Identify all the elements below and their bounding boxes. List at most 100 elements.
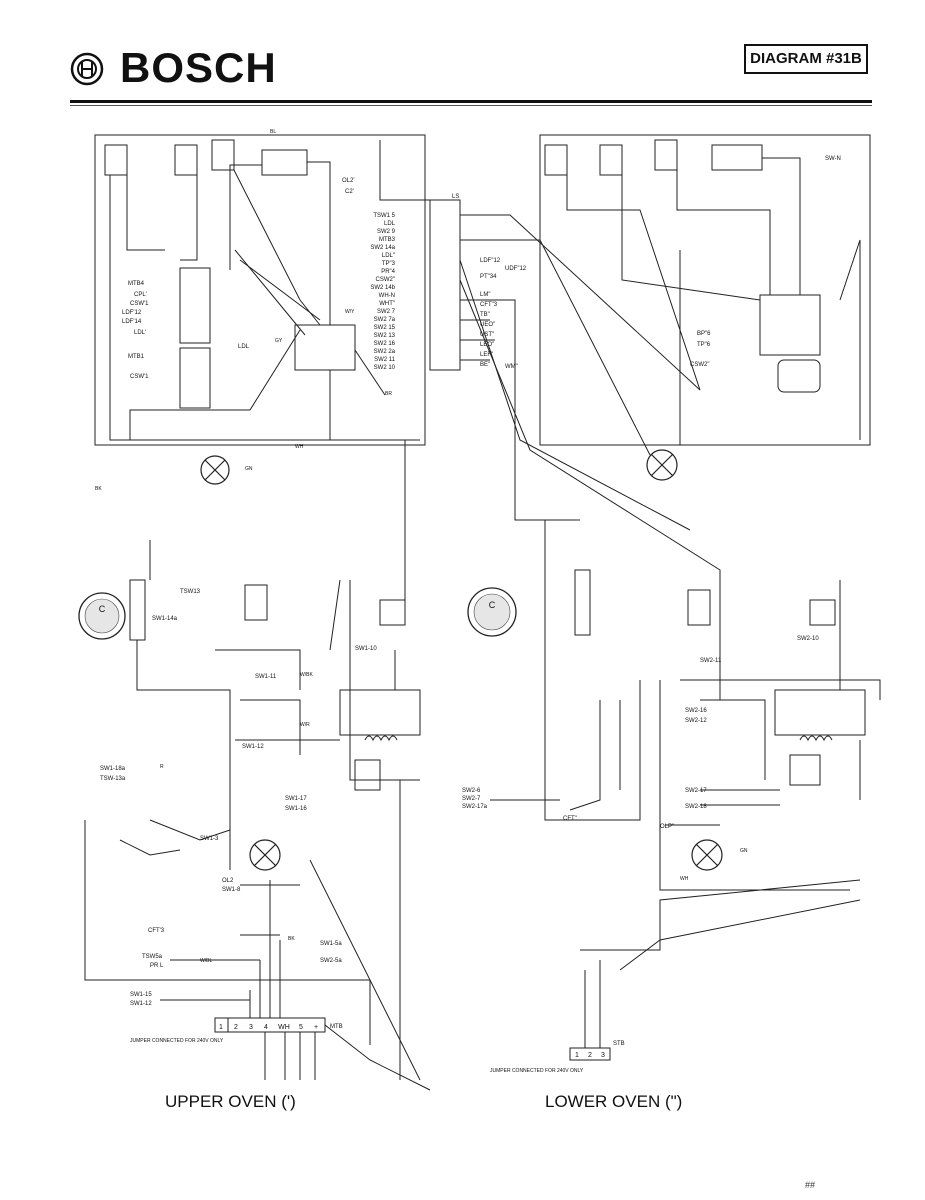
motor-lower (777, 359, 821, 393)
header-rule-thin (70, 105, 872, 106)
svg-text:CSW'1: CSW'1 (130, 301, 149, 307)
svg-text:PT"34: PT"34 (480, 274, 497, 280)
limit-motor-upper (261, 149, 308, 176)
svg-text:WM": WM" (505, 364, 518, 370)
svg-text:STB: STB (613, 1041, 625, 1047)
svg-text:C2': C2' (345, 189, 354, 195)
svg-text:SW2 13: SW2 13 (374, 333, 396, 339)
svg-text:OL2: OL2 (222, 878, 234, 884)
svg-text:SW1-15: SW1-15 (130, 992, 152, 998)
svg-text:LM": LM" (480, 292, 490, 298)
upper-control-frame (94, 134, 426, 446)
svg-text:MTB1: MTB1 (128, 354, 145, 360)
svg-text:BP"6: BP"6 (697, 331, 711, 337)
svg-text:MTB3: MTB3 (379, 237, 396, 243)
svg-text:WH: WH (680, 876, 689, 882)
svg-text:LDF'12: LDF'12 (122, 310, 142, 316)
svg-text:LEO": LEO" (480, 342, 494, 348)
svg-text:LDF"12: LDF"12 (480, 258, 501, 264)
svg-text:W/BK: W/BK (300, 672, 313, 678)
svg-text:CSW'1: CSW'1 (130, 374, 149, 380)
diagram-id-label: DIAGRAM #31B (744, 44, 868, 74)
svg-text:LDL': LDL' (134, 330, 146, 336)
stb-t1: 1 (575, 1052, 579, 1059)
svg-text:TSW1 5: TSW1 5 (373, 213, 395, 219)
svg-text:SW2 16: SW2 16 (374, 341, 396, 347)
svg-text:SW1-8: SW1-8 (222, 887, 241, 893)
element-upper (339, 689, 421, 736)
bosch-logo-icon (70, 52, 104, 86)
clock-relay-upper (294, 324, 356, 371)
svg-text:TSW-13a: TSW-13a (100, 776, 126, 782)
svg-text:SW2 15: SW2 15 (374, 325, 396, 331)
element-lower (774, 689, 866, 736)
svg-text:SW2-5a: SW2-5a (320, 958, 342, 964)
terminal-strip (429, 199, 461, 371)
svg-text:SW2-12: SW2-12 (685, 718, 707, 724)
svg-text:GN: GN (740, 848, 748, 854)
svg-text:TP"6: TP"6 (697, 342, 711, 348)
mtb-t4: 4 (264, 1024, 268, 1031)
svg-text:SW2 7a: SW2 7a (374, 317, 396, 323)
svg-text:SW1-12: SW1-12 (130, 1001, 152, 1007)
fan-lower (574, 569, 591, 636)
svg-text:SW2 11: SW2 11 (374, 357, 396, 363)
svg-text:SW1-12: SW1-12 (242, 744, 264, 750)
svg-text:SW-N: SW-N (825, 156, 841, 162)
svg-text:OLP": OLP" (660, 824, 674, 830)
svg-text:GY: GY (275, 338, 283, 344)
svg-text:SW2 9: SW2 9 (377, 229, 396, 235)
svg-text:LEF": LEF" (480, 352, 493, 358)
svg-text:CFT"3: CFT"3 (480, 302, 498, 308)
svg-text:SW2-17a: SW2-17a (462, 804, 488, 810)
lower-control-frame (539, 134, 871, 446)
svg-text:LS: LS (452, 194, 459, 200)
svg-text:CSW2": CSW2" (690, 362, 709, 368)
svg-text:WH-N: WH-N (379, 293, 395, 299)
header-rule (70, 100, 872, 103)
svg-text:SW2 10: SW2 10 (374, 365, 396, 371)
limit-motor-lower (711, 144, 763, 171)
svg-text:BK: BK (95, 486, 102, 492)
svg-text:SW2 14a: SW2 14a (370, 245, 395, 251)
svg-text:MTB: MTB (330, 1024, 343, 1030)
svg-text:PR L: PR L (150, 963, 164, 969)
switch-stack-upper-1 (179, 267, 211, 344)
mtb-t2: 2 (234, 1024, 238, 1031)
stb-t2: 2 (588, 1052, 592, 1059)
svg-text:SW1-18a: SW1-18a (100, 766, 126, 772)
mtb-tplus: + (314, 1024, 318, 1031)
svg-text:LDL: LDL (238, 344, 250, 350)
svg-text:UDF"12: UDF"12 (505, 266, 527, 272)
svg-text:W/BL: W/BL (200, 958, 212, 964)
svg-text:WH: WH (295, 444, 304, 450)
svg-text:LDL": LDL" (382, 253, 395, 259)
svg-text:SW1-17: SW1-17 (285, 796, 307, 802)
svg-text:R: R (160, 764, 164, 770)
svg-text:SW2-6: SW2-6 (462, 788, 481, 794)
svg-text:SW2-18: SW2-18 (685, 804, 707, 810)
svg-text:TB": TB" (480, 312, 490, 318)
switch-stack-upper-2 (179, 347, 211, 409)
fan-upper-label: C (99, 604, 106, 614)
svg-text:SW1-11: SW1-11 (255, 674, 277, 680)
svg-text:TSW13: TSW13 (180, 589, 201, 595)
svg-text:SW1-3: SW1-3 (200, 836, 219, 842)
lower-oven-caption: LOWER OVEN (") (545, 1092, 683, 1111)
mtb-block (214, 1017, 326, 1033)
svg-text:BK: BK (288, 936, 295, 942)
svg-text:SW1-16: SW1-16 (285, 806, 307, 812)
motor-icon (78, 587, 517, 640)
svg-text:BE": BE" (480, 362, 490, 368)
svg-text:SW2-7: SW2-7 (462, 796, 481, 802)
svg-text:SW2 2a: SW2 2a (374, 349, 396, 355)
svg-text:CFT'3: CFT'3 (148, 928, 165, 934)
svg-text:SW1-10: SW1-10 (355, 646, 377, 652)
svg-text:CSW2": CSW2" (376, 277, 395, 283)
corner-mark: ## (805, 1180, 816, 1190)
svg-text:UEO": UEO" (480, 322, 495, 328)
svg-text:JUMPER CONNECTED FOR 240V ONLY: JUMPER CONNECTED FOR 240V ONLY (130, 1038, 224, 1044)
stb-block (569, 1047, 611, 1061)
svg-text:CPL': CPL' (134, 292, 147, 298)
